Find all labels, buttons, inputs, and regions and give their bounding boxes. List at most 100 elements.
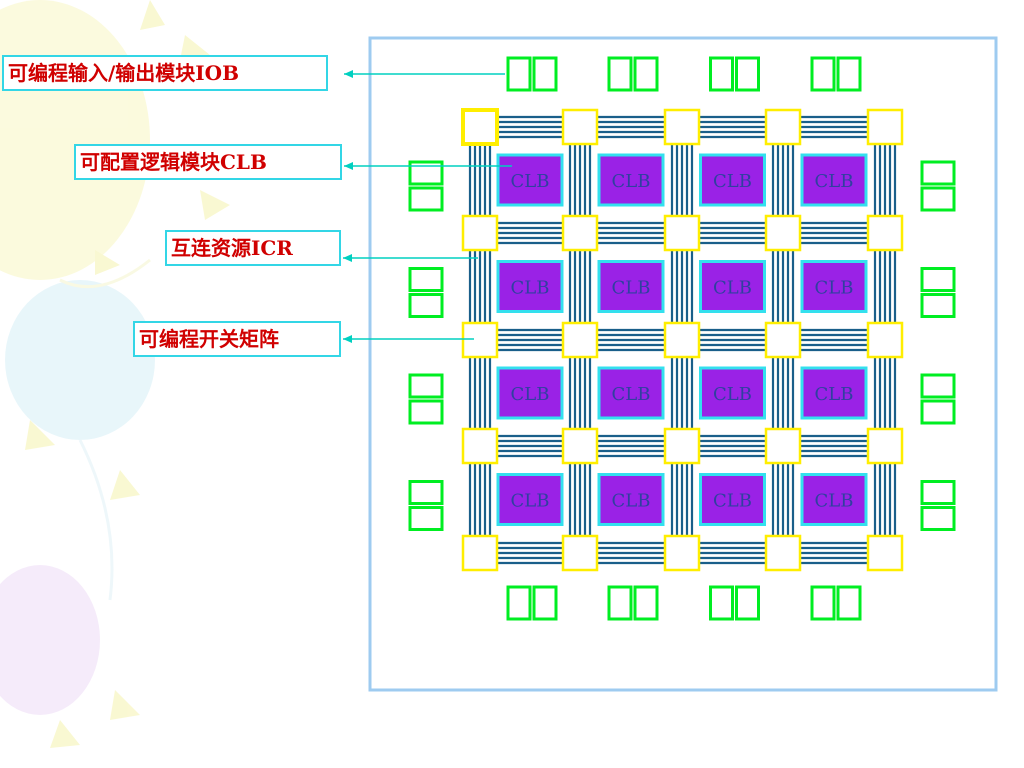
iob-block	[408, 506, 444, 531]
iob-block	[709, 585, 734, 621]
clb-block-label: CLB	[612, 171, 651, 192]
leader-arrowhead	[344, 162, 353, 170]
leader-arrowhead	[343, 254, 352, 262]
iob-block	[408, 373, 444, 399]
clb-block	[699, 153, 766, 207]
iob-block	[408, 267, 444, 292]
star-decoration	[50, 720, 80, 748]
star-decoration	[25, 420, 55, 450]
clb-block	[496, 473, 564, 526]
clb-block	[597, 153, 665, 207]
clb-block-label: CLB	[713, 171, 752, 192]
iob-block	[506, 56, 532, 92]
iob-block	[709, 56, 734, 92]
iob-block	[633, 56, 659, 92]
iob-block	[810, 585, 836, 621]
switch-matrix	[663, 534, 701, 572]
clb-block-label: CLB	[815, 384, 854, 405]
clb-block	[800, 473, 868, 526]
switch-matrix	[461, 321, 499, 359]
diagram-frame	[368, 36, 998, 692]
clb-block-label: CLB	[815, 278, 854, 299]
switch-matrix-grid	[461, 108, 904, 572]
iob-ring	[408, 56, 956, 621]
clb-block-label: CLB	[612, 384, 651, 405]
clb-block	[496, 153, 564, 207]
iob-block	[810, 56, 836, 92]
iob-block	[532, 585, 558, 621]
icr-label: 互连资源ICR	[165, 230, 341, 266]
clb-block	[597, 473, 665, 526]
iob-block	[607, 585, 633, 621]
iob-block	[920, 186, 956, 212]
clb-block-label: CLB	[511, 384, 550, 405]
clb-block-label: CLB	[612, 278, 651, 299]
clb-block-label: CLB	[815, 491, 854, 512]
switch-matrix	[561, 108, 599, 146]
switch-matrix	[764, 427, 802, 465]
clb-block-label: CLB	[511, 491, 550, 512]
switch-matrix	[663, 427, 701, 465]
clb-block	[496, 366, 564, 420]
clb-block	[800, 153, 868, 207]
switch-matrix	[764, 534, 802, 572]
star-decoration	[180, 35, 210, 60]
clb-block-label: CLB	[713, 278, 752, 299]
iob-block	[920, 506, 956, 531]
switch-matrix	[764, 321, 802, 359]
clb-block-label: CLB	[511, 171, 550, 192]
switch-matrix	[663, 321, 701, 359]
balloon-decoration	[0, 565, 100, 715]
balloon-string	[59, 258, 151, 289]
switch-matrix	[461, 108, 499, 146]
switch-matrix	[461, 534, 499, 572]
iob-block	[836, 56, 862, 92]
iob-block	[920, 373, 956, 399]
star-decoration	[200, 190, 230, 220]
switch-matrix	[561, 214, 599, 252]
clb-grid: CLB CLB CLB CLB CLB CLB CLB CLB CLB CLB CLB CLB CLB C…	[496, 153, 868, 526]
switch-matrix	[866, 427, 904, 465]
clb-block-label: CLB	[612, 491, 651, 512]
psm-label: 可编程开关矩阵	[133, 321, 341, 357]
clb-block-label: CLB	[815, 171, 854, 192]
iob-block	[735, 585, 760, 621]
leader-arrowhead	[344, 70, 353, 78]
leader-lines	[343, 70, 512, 343]
iob-block	[735, 56, 760, 92]
switch-matrix	[663, 108, 701, 146]
leader-arrowhead	[343, 335, 352, 343]
star-decoration	[110, 470, 140, 500]
switch-matrix	[866, 214, 904, 252]
star-decoration	[95, 250, 120, 275]
switch-matrix	[561, 427, 599, 465]
switch-matrix	[866, 108, 904, 146]
clb-block-label: CLB	[713, 491, 752, 512]
switch-matrix	[561, 534, 599, 572]
balloon-string	[78, 439, 114, 601]
switch-matrix	[561, 321, 599, 359]
iob-block	[506, 585, 532, 621]
interconnect-wires	[468, 115, 897, 565]
clb-label: 可配置逻辑模块CLB	[74, 144, 342, 180]
iob-block	[408, 186, 444, 212]
switch-matrix	[866, 534, 904, 572]
iob-block	[408, 480, 444, 505]
iob-block	[408, 293, 444, 318]
switch-matrix	[866, 321, 904, 359]
clb-block	[699, 260, 766, 313]
star-decoration	[110, 690, 140, 720]
iob-block	[920, 399, 956, 425]
clb-block	[597, 260, 665, 313]
switch-matrix	[764, 108, 802, 146]
iob-label: 可编程输入/输出模块IOB	[2, 55, 328, 91]
clb-block	[597, 366, 665, 420]
iob-block	[532, 56, 558, 92]
iob-block	[920, 267, 956, 292]
clb-block	[800, 260, 868, 313]
switch-matrix	[663, 214, 701, 252]
balloon-decoration	[5, 280, 155, 440]
clb-block-label: CLB	[511, 278, 550, 299]
star-decoration	[140, 0, 165, 30]
